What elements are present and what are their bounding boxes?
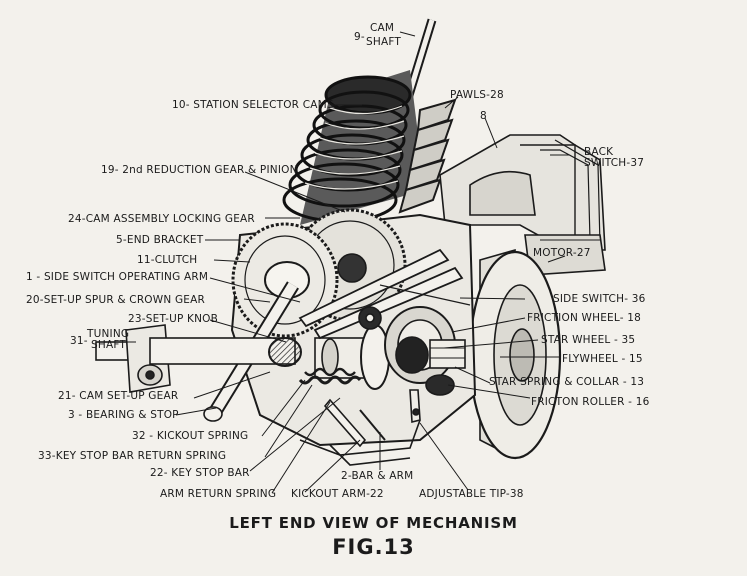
- star-spring: [429, 339, 466, 369]
- label-tuning-shaft-number: 31-: [70, 335, 88, 347]
- label-star-wheel: STAR WHEEL - 35: [541, 334, 636, 346]
- friction-roller: [425, 374, 455, 396]
- flywheel: [468, 248, 562, 460]
- label-side-switch: SIDE SWITCH- 36: [553, 293, 646, 305]
- label-kickout-arm: KICKOUT ARM-22: [291, 488, 384, 500]
- label-bar-arm: 2-BAR & ARM: [341, 470, 414, 482]
- label-tuning-shaft-line1: TUNING: [87, 328, 130, 340]
- label-friction-wheel: FRICTION WHEEL- 18: [527, 312, 642, 324]
- label-tuning-shaft-line2: SHAFT: [91, 339, 127, 351]
- tuning-shaft: [95, 324, 296, 393]
- label-locking-gear: 24-CAM ASSEMBLY LOCKING GEAR: [68, 213, 255, 225]
- pawls: [398, 98, 457, 214]
- side-switch-rods: [298, 248, 471, 340]
- label-cam-shaft-line2: SHAFT: [366, 36, 402, 48]
- small-gear: [358, 306, 382, 330]
- back-frame: [439, 134, 606, 251]
- label-bearing-stop: 3 - BEARING & STOP: [68, 409, 179, 421]
- clutch-assembly: [314, 324, 390, 390]
- label-pawls: PAWLS-28: [450, 89, 504, 101]
- leader-lines: [120, 31, 570, 494]
- label-friction-roller: FRICTON ROLLER - 16: [531, 396, 650, 408]
- label-kickout-spring: 32 - KICKOUT SPRING: [132, 430, 249, 442]
- label-side-switch-operating-arm: 1 - SIDE SWITCH OPERATING ARM: [26, 271, 209, 283]
- label-set-up-spur-crown-gear: 20-SET-UP SPUR & CROWN GEAR: [26, 294, 205, 306]
- figure-title: LEFT END VIEW OF MECHANISM: [229, 514, 518, 532]
- label-back-switch-line1: BACK: [584, 146, 614, 158]
- label-back-switch-line2: SWITCH-37: [584, 157, 645, 169]
- kickout-arm: [323, 398, 386, 448]
- cam-set-up-gear: [268, 337, 302, 367]
- figure-number: FIG.13: [332, 535, 415, 559]
- label-reduction-gear: 19- 2nd REDUCTION GEAR & PINION: [101, 164, 298, 176]
- label-key-stop-bar-return-spring: 33-KEY STOP BAR RETURN SPRING: [38, 450, 227, 462]
- kickout-spring: [304, 367, 356, 377]
- label-star-spring-collar: STAR SPRING & COLLAR - 13: [489, 376, 645, 388]
- label-end-bracket: 5-END BRACKET: [116, 234, 204, 246]
- label-flywheel: FLYWHEEL - 15: [562, 353, 643, 365]
- label-clutch: 11-CLUTCH: [137, 254, 198, 266]
- label-arm-return-spring: ARM RETURN SPRING: [160, 488, 277, 500]
- key-stop-spring: [298, 375, 362, 385]
- station-selector-cams: [282, 70, 425, 225]
- label-adjustable-tip: ADJUSTABLE TIP-38: [419, 488, 524, 500]
- label-cam-shaft-number: 9-: [354, 31, 365, 43]
- star-wheel: [395, 336, 429, 374]
- label-cam-shaft-line1: CAM: [370, 22, 395, 34]
- adjustable-tip: [409, 389, 421, 424]
- label-key-stop-bar: 22- KEY STOP BAR: [150, 467, 250, 479]
- label-station-selector-cams: 10- STATION SELECTOR CAMS: [172, 99, 334, 111]
- label-set-up-knob: 23-SET-UP KNOB: [128, 313, 219, 325]
- label-number-8: 8: [480, 110, 487, 122]
- label-cam-set-up-gear: 21- CAM SET-UP GEAR: [58, 390, 179, 402]
- label-motor: MOTOR-27: [533, 247, 591, 259]
